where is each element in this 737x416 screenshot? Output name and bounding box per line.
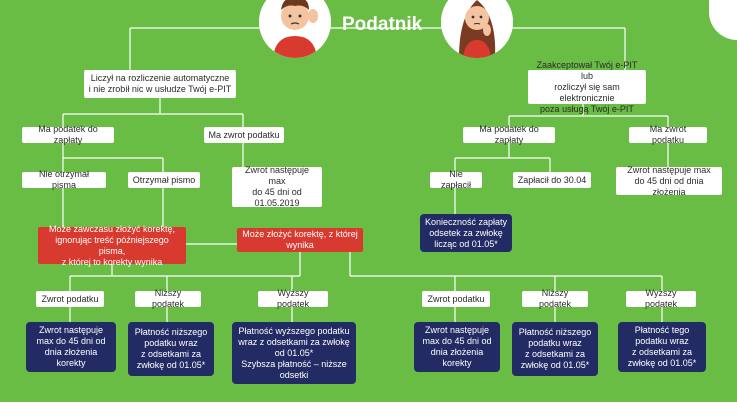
right-paid-box: Zapłacił do 30.04	[513, 172, 591, 188]
left-root-line-1: Liczył na rozliczenie automatyczne	[90, 73, 230, 83]
left-correct-always-line-3: z której to korekty wynika	[61, 256, 163, 267]
left-correct-result-line-2: wynika	[286, 240, 314, 250]
right-root-line-1: Zaakceptował Twój e-PIT lub	[536, 59, 638, 81]
right-interest-box: Konieczność zapłaty odsetek za zwłokę li…	[420, 214, 512, 252]
left-refund-label: Ma zwrot podatku	[208, 129, 280, 140]
left-correct-result-box: Może złożyć korektę, z której wynika	[237, 228, 363, 252]
left-correct-always-line-2: ignorując treść późniejszego pisma,	[55, 234, 169, 256]
left-res-higher-line-2: wraz z odsetkami za zwłokę	[238, 336, 350, 347]
left-outcome-lower-box: Niższy podatek	[135, 288, 201, 309]
right-outcome-higher-label: Wyższy podatek	[644, 288, 678, 309]
left-res-higher-line-3: od 01.05*	[274, 347, 314, 358]
left-res-refund-line-1: Zwrot następuje	[38, 325, 104, 335]
right-result-higher-box: Płatność tego podatku wraz z odsetkami z…	[618, 322, 706, 372]
left-outcome-lower-label: Niższy podatek	[151, 288, 185, 309]
right-tax-due-box: Ma podatek do zapłaty	[463, 124, 555, 145]
right-refund-info-box: Zwrot następuje max do 45 dni od dnia zł…	[616, 164, 722, 197]
right-refund-info-line-2: do 45 dni od dnia złożenia	[634, 175, 704, 197]
left-res-refund-line-2: max do 45 dni od	[36, 336, 106, 346]
left-refund-info-line-3: 01.05.2019	[254, 198, 300, 208]
left-result-refund-box: Zwrot następuje max do 45 dni od dnia zł…	[26, 322, 116, 372]
left-refund-info-line-1: Zwrot następuje max	[244, 165, 310, 186]
right-res-refund-line-1: Zwrot następuje	[424, 325, 490, 335]
right-refund-box: Ma zwrot podatku	[629, 124, 707, 145]
right-root-line-3: poza usługą Twój e-PIT	[540, 103, 634, 114]
right-outcome-refund-box: Zwrot podatku	[422, 291, 490, 307]
left-tax-due-box: Ma podatek do zapłaty	[22, 124, 114, 145]
man-thinking-icon	[259, 0, 331, 58]
left-res-higher-line-4: Szybsza płatność – niższe	[241, 358, 347, 369]
left-res-refund-line-4: korekty	[56, 358, 86, 368]
left-outcome-higher-label: Wyższy podatek	[276, 288, 310, 309]
left-res-higher-line-5: odsetki	[279, 369, 309, 380]
right-not-paid-box: Nie zapłacił	[430, 169, 482, 190]
right-outcome-higher-box: Wyższy podatek	[626, 288, 696, 309]
footer-strip	[0, 402, 737, 416]
left-no-letter-box: Nie otrzymał pisma	[22, 169, 106, 190]
right-interest-line-2: odsetek za zwłokę	[429, 227, 503, 238]
woman-thinking-icon	[441, 0, 513, 58]
right-outcome-refund-label: Zwrot podatku	[427, 293, 485, 304]
right-res-refund-line-4: korekty	[442, 358, 472, 368]
page-title: Podatnik	[342, 14, 423, 35]
left-result-higher-box: Płatność wyższego podatku wraz z odsetka…	[232, 322, 356, 384]
right-res-lower-line-3: z odsetkami za	[524, 349, 586, 359]
right-res-lower-line-2: podatku wraz	[528, 338, 582, 348]
right-outcome-lower-box: Niższy podatek	[522, 288, 588, 309]
right-outcome-lower-label: Niższy podatek	[538, 288, 572, 309]
right-res-lower-line-1: Płatność niższego	[518, 327, 592, 337]
right-paid-label: Zapłacił do 30.04	[517, 174, 587, 185]
right-root-box: Zaakceptował Twój e-PIT lub rozliczył si…	[528, 60, 646, 114]
right-res-higher-line-2: podatku wraz	[635, 336, 689, 346]
left-root-box: Liczył na rozliczenie automatyczne i nie…	[84, 70, 236, 98]
left-no-letter-label: Nie otrzymał pisma	[38, 169, 89, 190]
left-res-lower-line-2: podatku wraz	[144, 338, 198, 348]
right-res-refund-line-3: dnia złożenia	[430, 347, 484, 357]
right-res-lower-line-4: zwłokę od 01.05*	[520, 360, 590, 370]
left-correct-always-box: Może zawczasu złożyć korektę, ignorując …	[38, 223, 186, 267]
right-not-paid-label: Nie zapłacił	[440, 169, 471, 190]
right-res-refund-line-2: max do 45 dni od	[422, 336, 492, 346]
right-tax-due-label: Ma podatek do zapłaty	[479, 124, 539, 145]
left-correct-always-line-1: Może zawczasu złożyć korektę,	[48, 223, 176, 234]
right-res-higher-line-3: z odsetkami za	[631, 347, 693, 357]
right-interest-line-1: Konieczność zapłaty	[424, 216, 508, 227]
left-res-lower-line-1: Płatność niższego	[134, 327, 208, 337]
left-tax-due-label: Ma podatek do zapłaty	[38, 124, 98, 145]
left-res-refund-line-3: dnia złożenia	[44, 347, 98, 357]
left-outcome-higher-box: Wyższy podatek	[258, 288, 328, 309]
right-interest-line-3: licząc od 01.05*	[434, 238, 498, 249]
right-refund-label: Ma zwrot podatku	[649, 124, 687, 145]
left-refund-info-line-2: do 45 dni od	[252, 187, 302, 197]
left-outcome-refund-label: Zwrot podatku	[41, 293, 99, 304]
right-result-lower-box: Płatność niższego podatku wraz z odsetka…	[512, 322, 598, 376]
left-correct-result-line-1: Może złożyć korektę, z której	[242, 229, 358, 239]
right-refund-info-line-1: Zwrot następuje max	[627, 164, 711, 175]
left-root-line-2: i nie zrobił nic w usłudze Twój e-PIT	[88, 84, 232, 94]
left-refund-info-box: Zwrot następuje max do 45 dni od 01.05.2…	[232, 165, 322, 208]
left-refund-box: Ma zwrot podatku	[204, 127, 284, 143]
left-got-letter-label: Otrzymał pismo	[132, 174, 196, 185]
right-result-refund-box: Zwrot następuje max do 45 dni od dnia zł…	[414, 322, 500, 372]
right-res-higher-line-1: Płatność tego	[634, 325, 690, 335]
right-res-higher-line-4: zwłokę od 01.05*	[627, 358, 697, 368]
left-result-lower-box: Płatność niższego podatku wraz z odsetka…	[128, 322, 214, 376]
left-res-lower-line-3: z odsetkami za	[140, 349, 202, 359]
right-root-line-2: rozliczył się sam elektronicznie	[554, 81, 620, 103]
left-got-letter-box: Otrzymał pismo	[128, 172, 200, 188]
left-res-higher-line-1: Płatność wyższego podatku	[238, 325, 350, 336]
left-outcome-refund-box: Zwrot podatku	[36, 291, 104, 307]
left-res-lower-line-4: zwłokę od 01.05*	[136, 360, 206, 370]
